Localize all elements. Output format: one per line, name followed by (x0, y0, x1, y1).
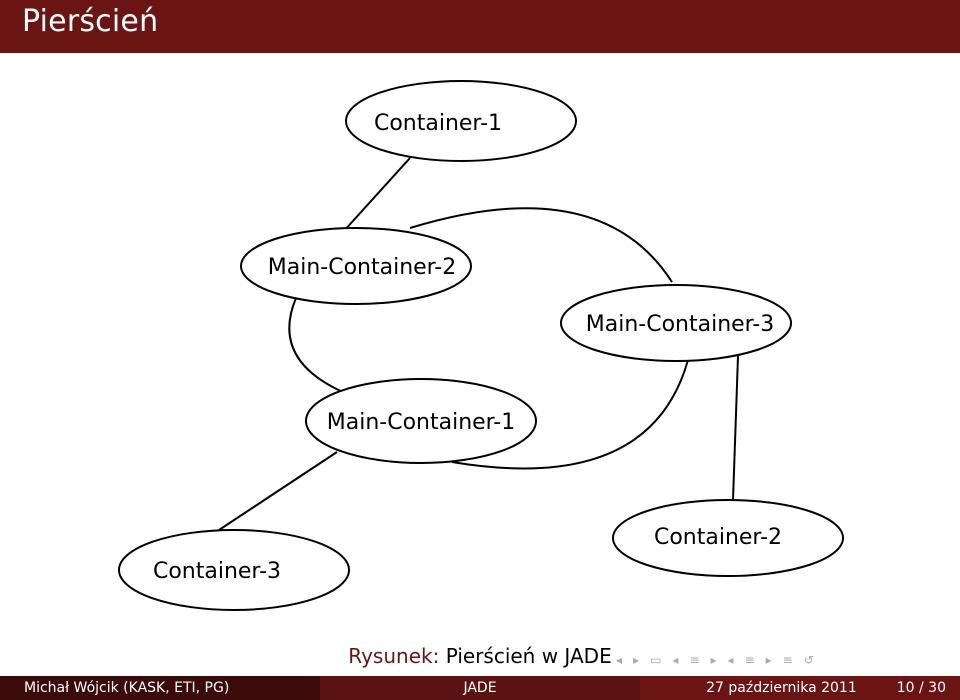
caption-label: Rysunek: (348, 644, 440, 668)
subsection-prev-icon[interactable]: ◂ (727, 653, 734, 667)
footer-title: JADE (320, 676, 640, 700)
label-container-1: Container-1 (374, 111, 502, 136)
footer: Michał Wójcik (KASK, ETI, PG) JADE 27 pa… (0, 676, 960, 700)
edge-main3-container2 (732, 355, 739, 501)
align-icon[interactable]: ≡ (782, 653, 793, 667)
footer-right: 27 października 2011 10 / 30 (640, 676, 960, 700)
footer-author: Michał Wójcik (KASK, ETI, PG) (0, 676, 320, 700)
ring-diagram: Container-1 Main-Container-2 Main-Contai… (118, 80, 844, 611)
node-container-2 (612, 499, 844, 577)
subsection-next-icon[interactable]: ▸ (765, 653, 772, 667)
edge-main1-container3 (218, 451, 338, 531)
subsection-icon[interactable]: ≡ (744, 653, 755, 667)
node-main-container-3 (560, 284, 792, 362)
search-icon[interactable]: ↺ (803, 653, 814, 667)
node-main-container-1 (305, 378, 537, 464)
figure-caption: Rysunek: Pierścień w JADE (0, 644, 960, 668)
section-icon[interactable]: ≡ (689, 653, 700, 667)
edge-container1-main2 (342, 157, 411, 233)
caption-text: Pierścień w JADE (445, 644, 612, 668)
node-container-3 (118, 529, 350, 611)
frame-icon[interactable]: ▭ (650, 653, 662, 667)
label-container-2: Container-2 (654, 525, 782, 550)
label-container-3: Container-3 (153, 559, 281, 584)
node-main-container-2 (240, 227, 472, 305)
slide-title: Pierścień (22, 4, 159, 39)
node-container-1 (345, 80, 577, 162)
title-bar: Pierścień (0, 0, 960, 53)
label-main-container-2: Main-Container-2 (268, 255, 457, 280)
edge-main2-main3 (409, 207, 673, 283)
section-next-icon[interactable]: ▸ (710, 653, 717, 667)
label-main-container-1: Main-Container-1 (327, 410, 516, 435)
footer-page: 10 / 30 (896, 680, 946, 696)
footer-date: 27 października 2011 (706, 680, 857, 696)
edge-main1-main2 (288, 297, 346, 394)
slide-next-icon[interactable]: ▸ (633, 653, 640, 667)
beamer-navigation: ◂ ▸ ▭ ◂ ≡ ▸ ◂ ≡ ▸ ≡ ↺ (612, 648, 818, 672)
edge-main3-main1 (451, 359, 689, 470)
slide-prev-icon[interactable]: ◂ (616, 653, 623, 667)
section-prev-icon[interactable]: ◂ (672, 653, 679, 667)
label-main-container-3: Main-Container-3 (586, 312, 775, 337)
